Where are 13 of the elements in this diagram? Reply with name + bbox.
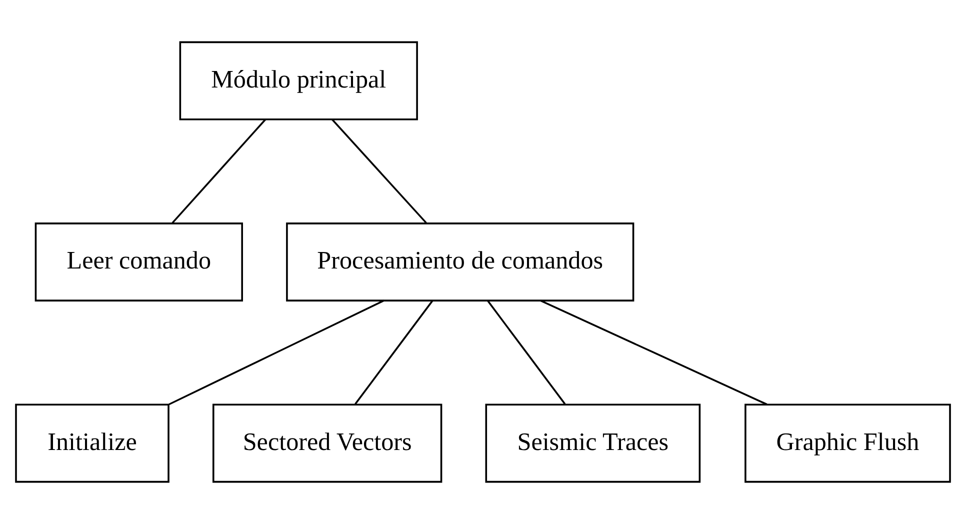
node-box: Graphic Flush xyxy=(744,403,951,482)
connector xyxy=(354,300,434,404)
connector xyxy=(172,118,266,223)
node-box: Seismic Traces xyxy=(485,403,701,482)
connector xyxy=(486,300,566,404)
connector xyxy=(540,299,768,405)
node-box: Módulo principal xyxy=(179,40,418,120)
node-box: Sectored Vectors xyxy=(212,403,442,482)
node-box: Initialize xyxy=(15,403,170,482)
connector xyxy=(331,118,427,223)
node-box: Leer comando xyxy=(34,222,243,301)
connector xyxy=(168,299,384,405)
node-box: Procesamiento de comandos xyxy=(286,222,634,301)
